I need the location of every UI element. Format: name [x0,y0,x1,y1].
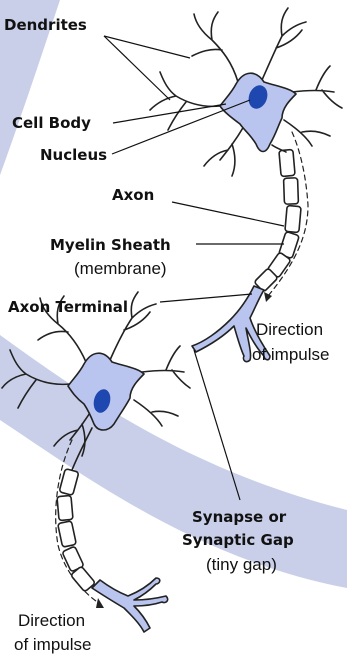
leader-axon-terminal [160,294,252,302]
label-axon-terminal: Axon Terminal [8,298,128,316]
label-nucleus: Nucleus [40,146,107,164]
label-membrane: (membrane) [74,259,167,278]
label-direction-2-line2: of impulse [14,635,91,654]
label-tiny-gap: (tiny gap) [206,555,277,574]
leader-cell-body [113,104,226,123]
label-myelin-sheath: Myelin Sheath [50,236,171,254]
label-synapse-line2: Synaptic Gap [182,531,294,549]
label-synapse-line1: Synapse or [192,508,287,526]
label-cell-body: Cell Body [12,114,91,132]
label-direction-1-line2: of impulse [252,345,329,364]
label-dendrites: Dendrites [4,16,87,34]
label-direction-2-line1: Direction [18,611,85,630]
leader-dendrites-1 [104,36,190,58]
neuron-2-axon-terminal [92,578,168,632]
neuron-1-cell-body [220,73,296,151]
leader-dendrites-2 [104,36,170,100]
neuron-2-myelin-sheath [57,469,95,592]
neuron-1 [150,8,342,362]
leader-axon [172,202,284,226]
label-axon: Axon [112,186,154,204]
label-direction-1-line1: Direction [256,320,323,339]
